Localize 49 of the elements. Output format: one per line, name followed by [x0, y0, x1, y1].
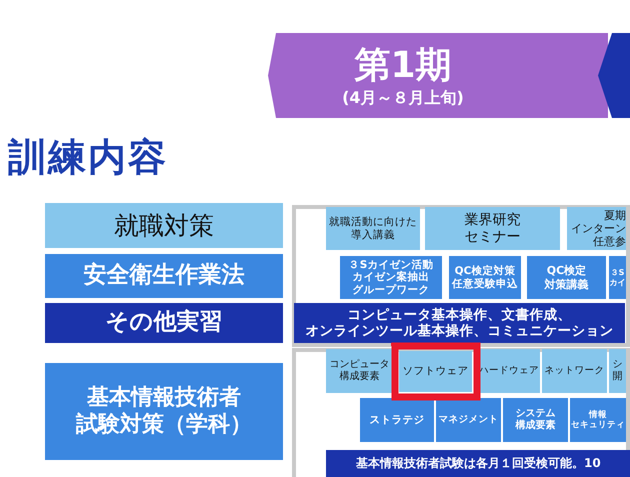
- period-arrow-banner: [268, 33, 608, 118]
- page-title: 訓練内容: [8, 134, 168, 181]
- topic-label: 業界研究セミナー: [464, 212, 520, 246]
- topic-box: [340, 256, 442, 299]
- topic-label: 基本情報技術者試験は各月１回受検可能。10: [356, 456, 601, 471]
- topic-label: QC検定対策講義: [544, 264, 588, 291]
- topic-bar: [326, 450, 630, 477]
- topic-label: 夏期インターン任意参: [571, 208, 626, 248]
- topic-label: ３Sカイ: [610, 268, 626, 288]
- period-title: 第1期: [354, 44, 452, 88]
- topic-label: その他実習: [106, 309, 222, 337]
- topic-label: 安全衛生作業法: [84, 262, 244, 290]
- topic-box: [326, 207, 420, 250]
- next-period-chevron: [598, 33, 630, 118]
- topic-box: [503, 398, 568, 442]
- topic-bar: [294, 303, 625, 343]
- topic-box: [478, 349, 540, 393]
- topic-label: ネットワーク: [544, 365, 604, 377]
- topic-label: 情報セキュリティ: [571, 410, 625, 430]
- topic-box: [609, 256, 626, 299]
- topic-box: [425, 207, 560, 250]
- topic-label: ストラテジ: [370, 414, 424, 426]
- topic-label: ソフトウェア: [402, 365, 468, 378]
- topic-label: QC検定対策任意受験申込: [452, 264, 518, 290]
- group-frame: [292, 348, 630, 477]
- topic-label: マネジメント: [438, 414, 498, 426]
- topic-box: [326, 349, 393, 393]
- topic-box: [449, 256, 521, 299]
- topic-box: [609, 349, 626, 393]
- topic-label: 就職活動に向けた導入講義: [329, 216, 417, 242]
- topic-box: [436, 398, 501, 442]
- topic-box: [45, 254, 283, 298]
- topic-box: [399, 351, 472, 392]
- topic-label: シ開: [612, 359, 622, 383]
- topic-label: 就職対策: [114, 210, 214, 240]
- topic-label: コンピュータ構成要素: [330, 359, 390, 383]
- topic-box: [570, 398, 626, 442]
- topic-label: システム構成要素: [516, 408, 556, 432]
- topic-label: コンピュータ基本操作、文書作成、オンラインツール基本操作、コミュニケーション: [306, 306, 614, 340]
- topic-box: [360, 398, 434, 442]
- topic-label: ３Sカイゼン活動カイゼン案抽出グループワーク: [348, 258, 434, 296]
- topic-label: 基本情報技術者試験対策（学科）: [76, 385, 252, 438]
- group-frame: [292, 205, 630, 347]
- topic-bar: [45, 303, 283, 343]
- topic-box: [542, 349, 607, 393]
- topic-box: [45, 363, 283, 460]
- topic-box: [45, 203, 283, 248]
- period-dates: (4月～８月上旬): [342, 88, 464, 107]
- topic-box: [527, 256, 606, 299]
